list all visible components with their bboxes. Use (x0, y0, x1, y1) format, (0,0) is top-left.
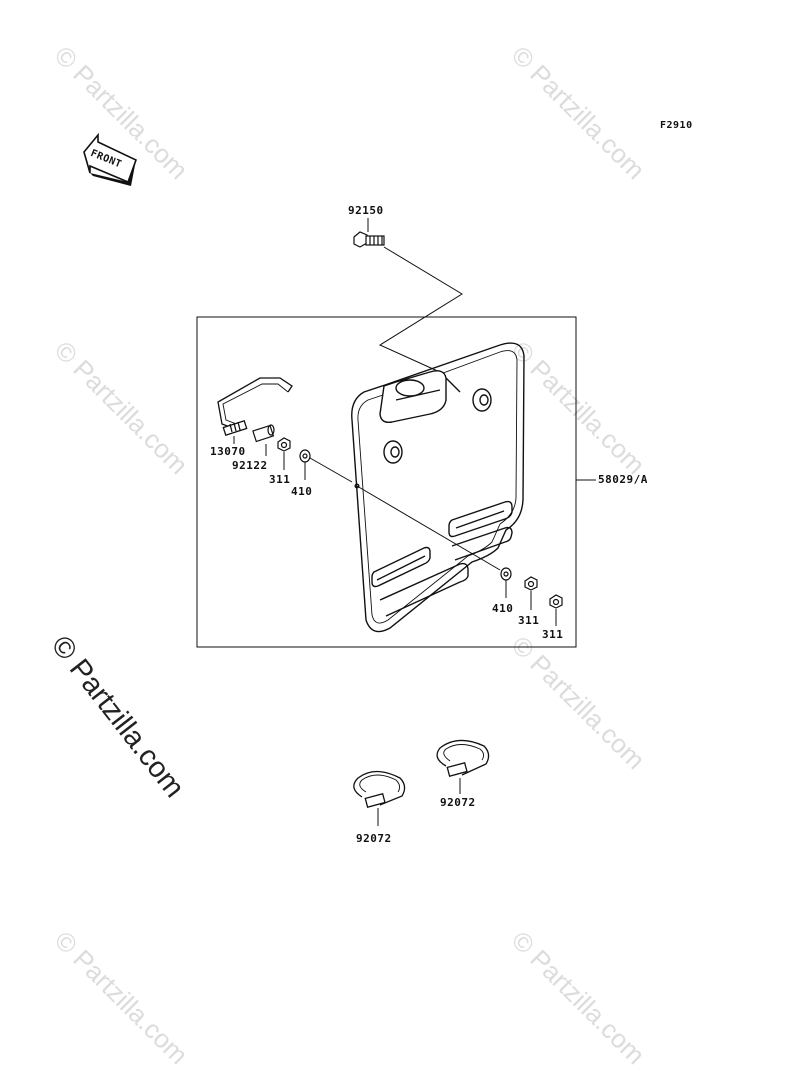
front-arrow-icon (83, 132, 138, 186)
label-311-left: 311 (269, 473, 291, 486)
nut-311-left (277, 437, 291, 452)
washer-410-right (500, 567, 512, 581)
label-410-right: 410 (492, 602, 514, 615)
label-311-right-b: 311 (542, 628, 564, 641)
rod-13070 (217, 377, 293, 437)
label-92150: 92150 (348, 204, 384, 217)
collar-92122 (252, 424, 275, 443)
label-92122: 92122 (232, 459, 268, 472)
label-92072-right: 92072 (440, 796, 476, 809)
nut-311-right-a (524, 576, 538, 591)
assembly-frame (196, 316, 577, 648)
label-410-left: 410 (291, 485, 313, 498)
bolt-92150 (353, 231, 385, 248)
band-92072-left (353, 770, 406, 808)
figure-code: F2910 (660, 120, 693, 131)
band-92072-right (436, 739, 490, 777)
label-311-right-a: 311 (518, 614, 540, 627)
label-58029: 58029/A (598, 473, 648, 486)
plate-bracket-58029 (351, 342, 525, 633)
label-92072-left: 92072 (356, 832, 392, 845)
label-13070: 13070 (210, 445, 246, 458)
parts-diagram (83, 132, 596, 826)
nut-311-right-b (549, 594, 563, 609)
washer-410-left (299, 449, 311, 463)
